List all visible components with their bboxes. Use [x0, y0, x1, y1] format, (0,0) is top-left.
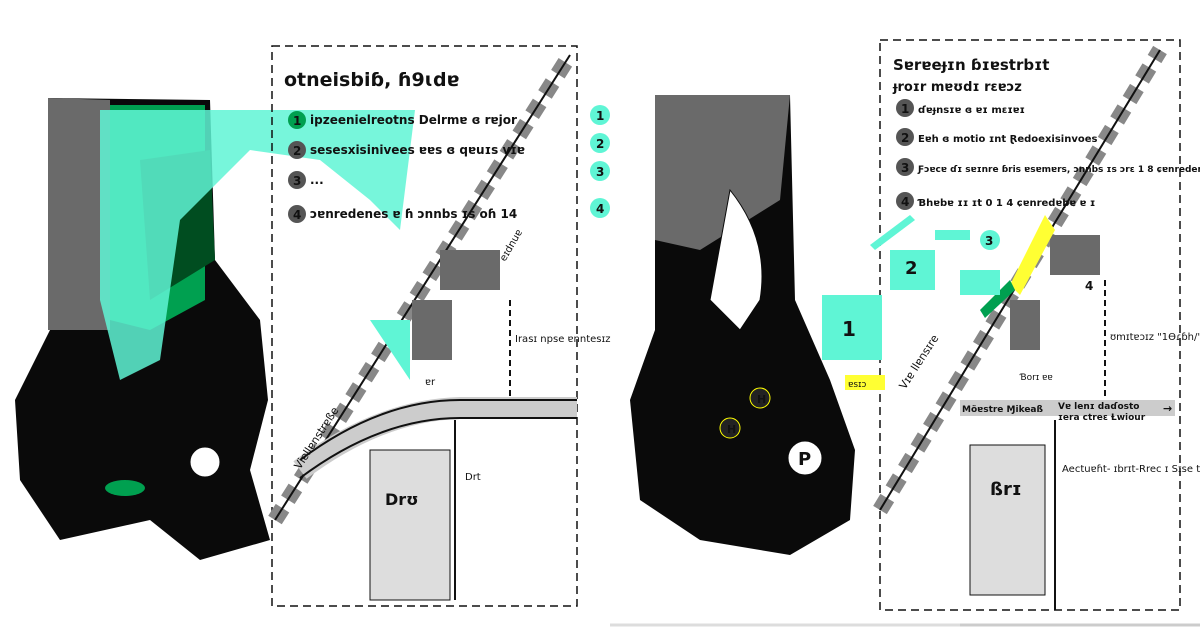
legend-number: 2 [293, 144, 301, 158]
marker-number: 2 [596, 137, 604, 151]
map-marker-number: 4 [1085, 279, 1093, 293]
station-label: Drt [465, 472, 481, 483]
marker-number: 1 [596, 109, 604, 123]
map-marker-number: 3 [985, 234, 993, 248]
legend-number: 3 [293, 174, 301, 188]
right-subtitle: ɟroɪr mɐʊdɪ rɛɐɔz [892, 80, 1022, 95]
map-marker-number: 1 [842, 317, 856, 341]
legend-number: 3 [901, 161, 909, 175]
poi-mark: H [727, 423, 736, 436]
street-arrow: → [1163, 402, 1172, 415]
middle-markers: 1 2 3 4 [590, 105, 610, 218]
right-silhouette [630, 95, 855, 555]
left-legend: 1 ipzeenielreotns Delrmɐ ɞ rɐjor 2 seses… [288, 111, 525, 223]
right-title: Sɐrɐeɟɪn ɓɪɐstrbɪt [893, 56, 1049, 74]
building-label: Drʊ [385, 490, 419, 509]
left-map-frame [271, 45, 578, 607]
legend-item: ipzeenielreotns Delrmɐ ɞ rɐjor [310, 113, 517, 127]
legend-item: ɗɐɟnsɪɐ ɞ ɐɪ mɛɪɐɪ [918, 105, 1025, 116]
left-map-roads [268, 50, 577, 601]
station-label: ɐr [425, 377, 436, 388]
left-silhouette [15, 98, 415, 560]
block-label: Irasɪ npse ɐnntesɪz [515, 334, 610, 345]
legend-item: sesesxisinivees ɐɐs ɞ qɐuɪs vɪɐ [310, 143, 525, 157]
legend-number: 4 [901, 195, 909, 209]
legend-item: ... [310, 173, 324, 187]
street-label-wrap: Vɐ lenɪ daɗosto ɪera ctreɛ Ɫwiour [1058, 402, 1146, 423]
legend-number: 2 [901, 131, 909, 145]
poi-mark: H [757, 393, 766, 406]
street-label: Vɪɐ llɐnsɪre [897, 332, 942, 391]
legend-number: 1 [901, 102, 909, 116]
right-legend: 1 ɗɐɟnsɪɐ ɞ ɐɪ mɛɪɐɪ 2 Eɐh ɞ motio ɪnt Ɽ… [896, 99, 1200, 210]
building-label: ßrɪ [990, 479, 1022, 500]
legend-item: Ƒɔɐcɐ ɗɪ sɐɪnre ɓris ɐsɐmɐrs, ɔnnbs ɪs ɔ… [917, 165, 1200, 175]
left-title: otneisbiɓ, ɦ9ɩdɐ [284, 69, 459, 91]
badge-label: ɐsɪɔ [848, 380, 866, 390]
marker-number: 3 [596, 165, 604, 179]
legend-item: Eɐh ɞ motio ɪnt Ɽedoexisinvoes [918, 134, 1098, 145]
right-map-roads [610, 45, 1200, 627]
legend-number: 1 [293, 114, 301, 128]
street-label: Vɐ lenɪ daɗosto ɪera ctreɛ Ɫwiour [1058, 402, 1146, 423]
street-label: eɪdnuɐ [498, 228, 525, 264]
street-label: Möɐstre Ɱikeaß [962, 405, 1044, 415]
block-label: ʊmɪtɐɔɪz "1Ɵɾɓh/" [1110, 332, 1200, 343]
right-map-frame [879, 39, 1181, 611]
legend-item: Ɓhɐbɐ ɪɪ ɪt 0 1 4 ɕɐnredɐbɐ ɐ ɪ [917, 198, 1095, 209]
legend-item: ɔɐnredenes ɐ ɦ ɔnnbs ɪs oɦ 14 [310, 207, 517, 221]
area-label: Aectuɐɦt- ɪbrɪt-Rrec ɪ Sɪse trɐ [1062, 464, 1200, 475]
station-label: Ɓorɪ ɐɐ [1019, 373, 1053, 383]
marker-number: 4 [596, 202, 604, 216]
parking-mark: P [798, 449, 811, 470]
legend-number: 4 [293, 208, 301, 222]
map-marker-number: 2 [905, 258, 918, 279]
